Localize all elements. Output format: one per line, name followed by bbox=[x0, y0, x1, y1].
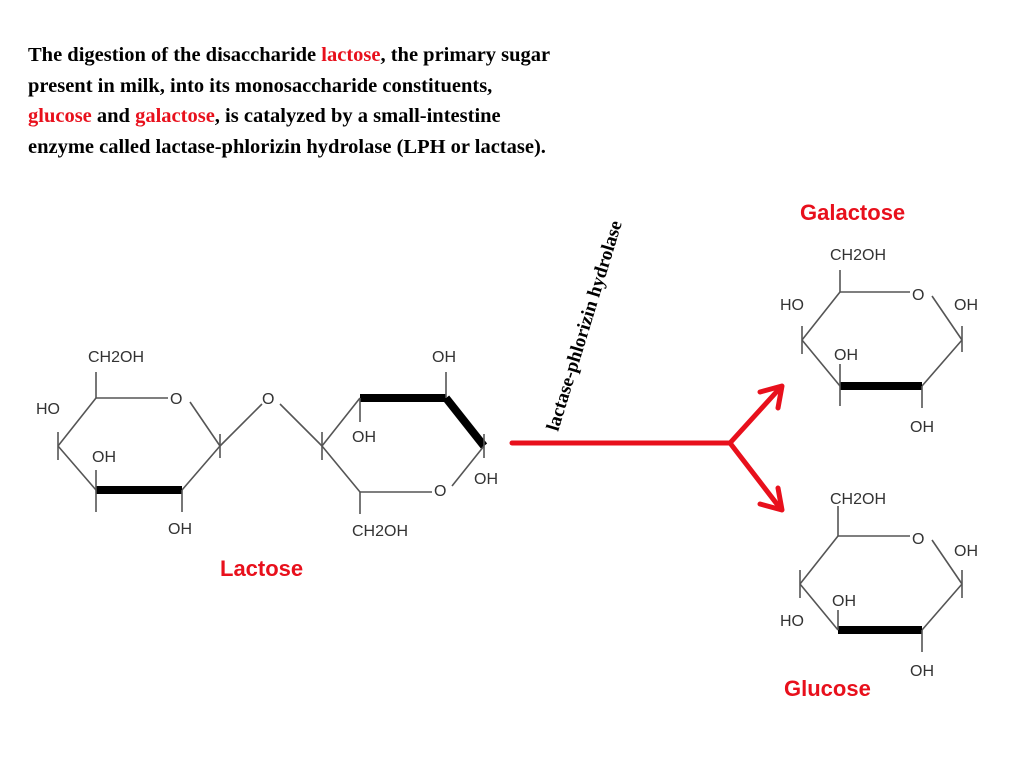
lactose-right-ch2oh: CH2OH bbox=[352, 523, 408, 540]
galactose-oh-inner: OH bbox=[834, 347, 858, 364]
galactose-structure: Galactose CH2OH O HO OH OH OH bbox=[780, 200, 978, 436]
galactose-oh-bottom: OH bbox=[910, 419, 934, 436]
caption-glucose-term: glucose bbox=[28, 105, 92, 127]
lactose-right-ring-oxygen: O bbox=[434, 483, 446, 500]
glucose-ch2oh: CH2OH bbox=[830, 491, 886, 508]
galactose-ring-oxygen: O bbox=[912, 287, 924, 304]
galactose-name-label: Galactose bbox=[800, 200, 905, 225]
arrow-head-glucose bbox=[757, 485, 785, 513]
lactose-right-ring: OH OH O OH CH2OH bbox=[321, 349, 498, 540]
lactose-bridge-oxygen: O bbox=[262, 391, 274, 408]
lactose-left-ring: CH2OH O HO OH OH bbox=[36, 349, 221, 538]
caption-part2: , the primary sugar present in milk, int… bbox=[28, 44, 550, 97]
caption-part4: , is catalyzed by a small-intestine enzy… bbox=[28, 105, 546, 158]
glucose-oh-inner: OH bbox=[832, 593, 856, 610]
lactose-right-oh: OH bbox=[474, 471, 498, 488]
lactose-left-oh-bottom: OH bbox=[168, 521, 192, 538]
lactose-left-ch2oh: CH2OH bbox=[88, 349, 144, 366]
glucose-name-label: Glucose bbox=[784, 676, 871, 701]
lactose-left-ho: HO bbox=[36, 401, 60, 418]
caption-text: The digestion of the disaccharide lactos… bbox=[28, 40, 558, 162]
galactose-oh-right: OH bbox=[954, 297, 978, 314]
lactose-structure: CH2OH O HO OH OH O OH OH O bbox=[36, 349, 498, 581]
arrow-branch-glucose bbox=[727, 440, 783, 511]
caption-lactose-term: lactose bbox=[321, 44, 381, 66]
arrow-branch-galactose bbox=[727, 385, 783, 446]
glucose-oh-right: OH bbox=[954, 543, 978, 560]
caption-part1: The digestion of the disaccharide bbox=[28, 44, 322, 66]
lactose-right-oh-top: OH bbox=[432, 349, 456, 366]
galactose-ho: HO bbox=[780, 297, 804, 314]
glucose-structure: CH2OH O OH OH HO OH Glucose bbox=[780, 491, 978, 701]
lactose-glycosidic-bond: O bbox=[219, 391, 323, 447]
enzyme-label: lactase-phlorizin hydrolase bbox=[543, 218, 627, 433]
caption-part3: and bbox=[91, 105, 136, 127]
galactose-ch2oh: CH2OH bbox=[830, 247, 886, 264]
lactose-right-oh-inner: OH bbox=[352, 429, 376, 446]
lactose-left-ring-oxygen: O bbox=[170, 391, 182, 408]
enzyme-reaction-arrow: lactase-phlorizin hydrolase bbox=[509, 218, 785, 513]
glucose-ho: HO bbox=[780, 613, 804, 630]
glucose-ring-oxygen: O bbox=[912, 531, 924, 548]
glucose-oh-bottom: OH bbox=[910, 663, 934, 680]
caption-galactose-term: galactose bbox=[135, 105, 215, 127]
lactose-name-label: Lactose bbox=[220, 556, 303, 581]
lactose-left-oh-inner: OH bbox=[92, 449, 116, 466]
arrow-head-galactose bbox=[757, 383, 785, 411]
